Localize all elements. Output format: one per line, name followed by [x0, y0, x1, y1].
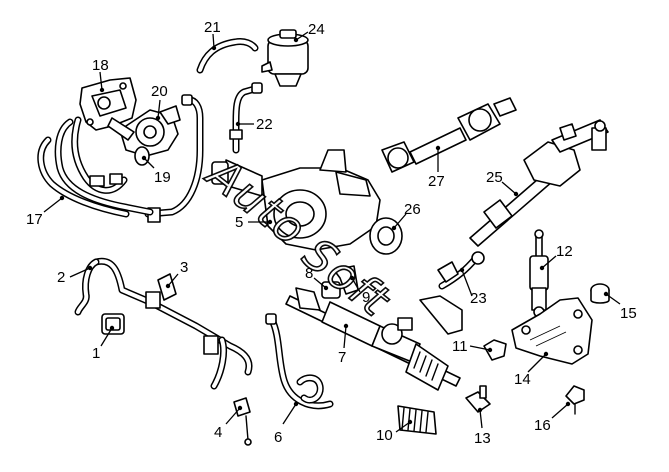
- callout-19: 19: [154, 169, 171, 186]
- part-return-pipes-17[interactable]: [37, 116, 154, 218]
- part-clamp-9[interactable]: [333, 265, 359, 295]
- callout-5: 5: [235, 214, 243, 231]
- part-intermediate-shaft-27[interactable]: [381, 97, 517, 173]
- part-pulley-19[interactable]: [134, 146, 150, 166]
- part-steering-rack-7[interactable]: [285, 287, 461, 391]
- part-pump-20[interactable]: [107, 105, 181, 157]
- callout-23: 23: [470, 290, 487, 307]
- callouts: 1 2 3 4 5 6 7 8 9 10: [26, 19, 637, 447]
- callout-11: 11: [452, 338, 468, 355]
- callout-6: 6: [274, 429, 282, 446]
- part-hose-21[interactable]: [196, 38, 259, 74]
- callout-17: 17: [26, 211, 43, 228]
- callout-2: 2: [57, 269, 65, 286]
- part-bracket-18[interactable]: [79, 77, 137, 131]
- part-ball-joint-16[interactable]: [565, 385, 585, 415]
- callout-20: 20: [151, 83, 168, 100]
- part-reservoir-24[interactable]: [261, 29, 309, 87]
- callout-15: 15: [620, 305, 637, 322]
- callout-13: 13: [474, 430, 491, 447]
- part-pipe-22[interactable]: [229, 82, 263, 154]
- part-steering-box-5[interactable]: [211, 149, 381, 251]
- callout-27: 27: [428, 173, 445, 190]
- callout-26: 26: [404, 201, 421, 218]
- callout-21: 21: [204, 19, 221, 36]
- part-steering-column-25[interactable]: [469, 119, 609, 247]
- callout-12: 12: [556, 243, 573, 260]
- callout-18: 18: [92, 57, 109, 74]
- callout-3: 3: [180, 259, 188, 276]
- part-tie-rod-end-13[interactable]: [465, 385, 491, 413]
- part-nut-11[interactable]: [483, 339, 507, 361]
- callout-22: 22: [256, 116, 273, 133]
- callout-25: 25: [486, 169, 503, 186]
- callout-8: 8: [305, 265, 313, 282]
- callout-14: 14: [514, 371, 531, 388]
- callout-1: 1: [92, 345, 100, 362]
- callout-4: 4: [214, 424, 222, 441]
- part-hose-6[interactable]: [265, 313, 334, 410]
- part-damper-12[interactable]: [529, 229, 549, 318]
- part-link-23[interactable]: [419, 251, 485, 335]
- part-mounting-bracket-14[interactable]: [511, 297, 593, 365]
- part-link-4[interactable]: [233, 397, 252, 446]
- callout-9: 9: [362, 289, 370, 306]
- part-bush-1[interactable]: [101, 313, 125, 335]
- callout-7: 7: [338, 349, 346, 366]
- part-pressure-pipe[interactable]: [144, 94, 204, 223]
- callout-10: 10: [376, 427, 393, 444]
- callout-24: 24: [308, 21, 325, 38]
- part-boot-10[interactable]: [397, 405, 437, 435]
- callout-16: 16: [534, 417, 551, 434]
